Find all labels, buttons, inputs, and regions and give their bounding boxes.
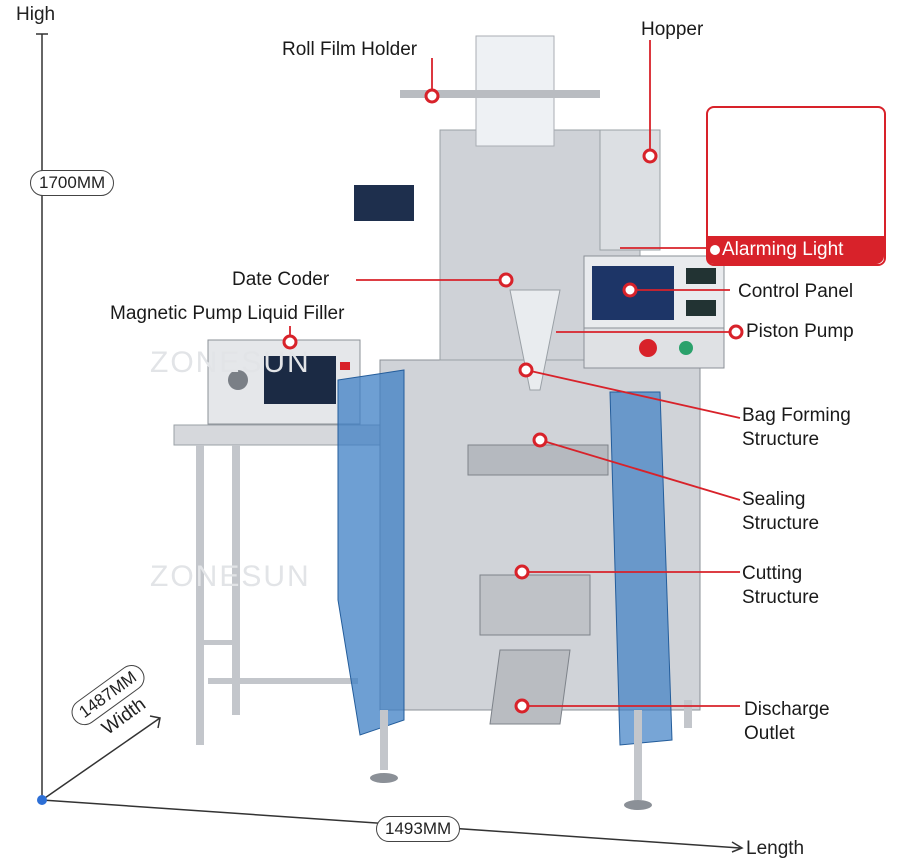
length-dimension: 1493MM: [376, 816, 461, 842]
discharge-label-line1: Discharge: [744, 699, 830, 720]
magnetic-pump-unit: [207, 339, 361, 425]
cutting-label-line1: Cutting: [742, 563, 803, 584]
axis-length-label: Length: [746, 838, 805, 859]
cutting-dot: [514, 564, 530, 580]
discharge-dot: [514, 698, 530, 714]
control-panel-label: Control Panel: [738, 281, 854, 302]
watermark: ZONESUN: [150, 346, 311, 379]
bag-forming-dot: [518, 362, 534, 378]
sealing-dot: [532, 432, 548, 448]
alarming-light-label: Alarming Light: [722, 239, 844, 260]
callout-dots: [282, 88, 744, 714]
watermark: ZONESUN: [150, 560, 311, 593]
alarming-light-dot: [710, 245, 720, 255]
sealing-label-line1: Sealing: [742, 489, 806, 510]
magnetic-pump-dot: [282, 334, 298, 350]
leader-lines: [289, 40, 741, 707]
control-panel-dot: [622, 282, 638, 298]
axis-high-label: High: [16, 4, 56, 25]
discharge-label-line2: Outlet: [744, 723, 795, 744]
sealing-label-line2: Structure: [742, 513, 820, 534]
alarming-light-tag: Alarming Light: [706, 236, 884, 264]
bag-forming-label-line1: Bag Forming: [742, 405, 851, 426]
roll-film-holder-label: Roll Film Holder: [282, 39, 418, 60]
machine-body: [337, 35, 725, 810]
origin-dot: [37, 795, 47, 805]
piston-pump-label: Piston Pump: [746, 321, 854, 342]
magnetic-pump-label: Magnetic Pump Liquid Filler: [110, 303, 345, 324]
date-coder-label: Date Coder: [232, 269, 330, 290]
cutting-label-line2: Structure: [742, 587, 820, 608]
hopper-label: Hopper: [641, 19, 704, 40]
date-coder-dot: [498, 272, 514, 288]
bag-forming-label-line2: Structure: [742, 429, 820, 450]
piston-pump-dot: [728, 324, 744, 340]
height-dimension: 1700MM: [30, 170, 115, 196]
roll-film-holder-dot: [424, 88, 440, 104]
hopper-dot: [642, 148, 658, 164]
